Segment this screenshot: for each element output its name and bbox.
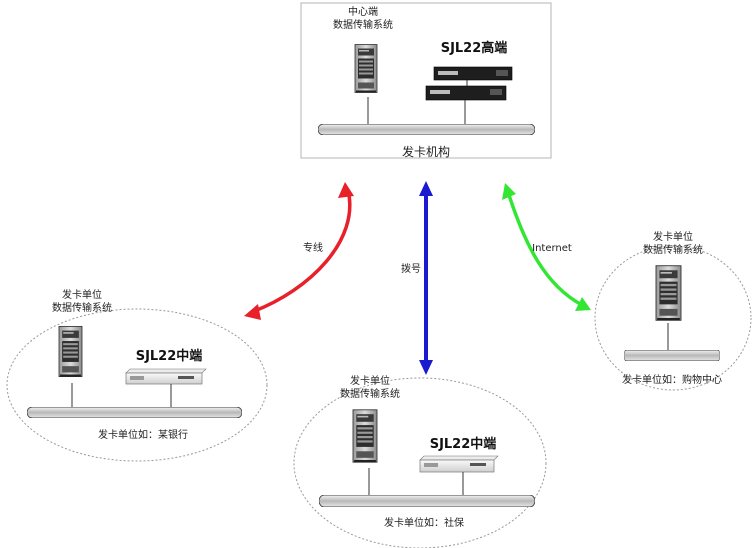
mall-system-label-line2: 数据传输系统 [643,243,703,256]
dedicated-line-label: 专线 [303,241,323,254]
issuer-box: 中心端 数据传输系统 SJL22高端 发卡机构 [300,2,552,159]
center-network-bus [318,124,535,135]
hsm-high-end-icon [425,66,513,101]
social-device-label: SJL22中端 [430,436,497,452]
center-device-label: SJL22高端 [441,40,508,56]
bank-caption: 发卡单位如：某银行 [98,428,188,441]
social-node: 发卡单位 数据传输系统 SJL22中端 发卡单位如：社保 [293,374,547,548]
social-caption: 发卡单位如：社保 [384,516,464,529]
dedicated-line-link: 专线 [244,182,354,320]
hsm-mid-icon [125,368,207,385]
internet-label: Internet [532,243,572,254]
mall-node: 发卡单位 数据传输系统 发卡单位如：购物中心 [594,230,752,391]
social-network-bus [319,495,535,507]
social-system-label-line2: 数据传输系统 [340,387,400,400]
center-system-label-line1: 中心端 [348,5,378,18]
social-system-label-line1: 发卡单位 [350,374,390,387]
bank-network-bus [27,407,242,418]
mall-system-label-line1: 发卡单位 [653,230,693,243]
bank-server-icon [58,325,83,378]
bank-node: 发卡单位 数据传输系统 SJL22中端 发卡单位如：某银行 [6,288,268,462]
bank-system-label-line1: 发卡单位 [62,288,102,301]
center-server-icon [354,43,378,94]
bank-system-label-line2: 数据传输系统 [52,301,112,314]
hsm-mid-icon [419,455,499,473]
mall-network-bus [624,350,720,361]
mall-server-icon [655,265,682,321]
dialup-label: 拨号 [401,262,421,275]
social-server-icon [352,409,378,463]
bank-device-label: SJL22中端 [136,348,203,364]
internet-link: Internet [502,183,591,311]
issuer-org-label: 发卡机构 [402,144,450,159]
dialup-link: 拨号 [401,181,433,375]
center-system-label-line2: 数据传输系统 [333,18,393,31]
mall-caption: 发卡单位如：购物中心 [622,373,722,386]
